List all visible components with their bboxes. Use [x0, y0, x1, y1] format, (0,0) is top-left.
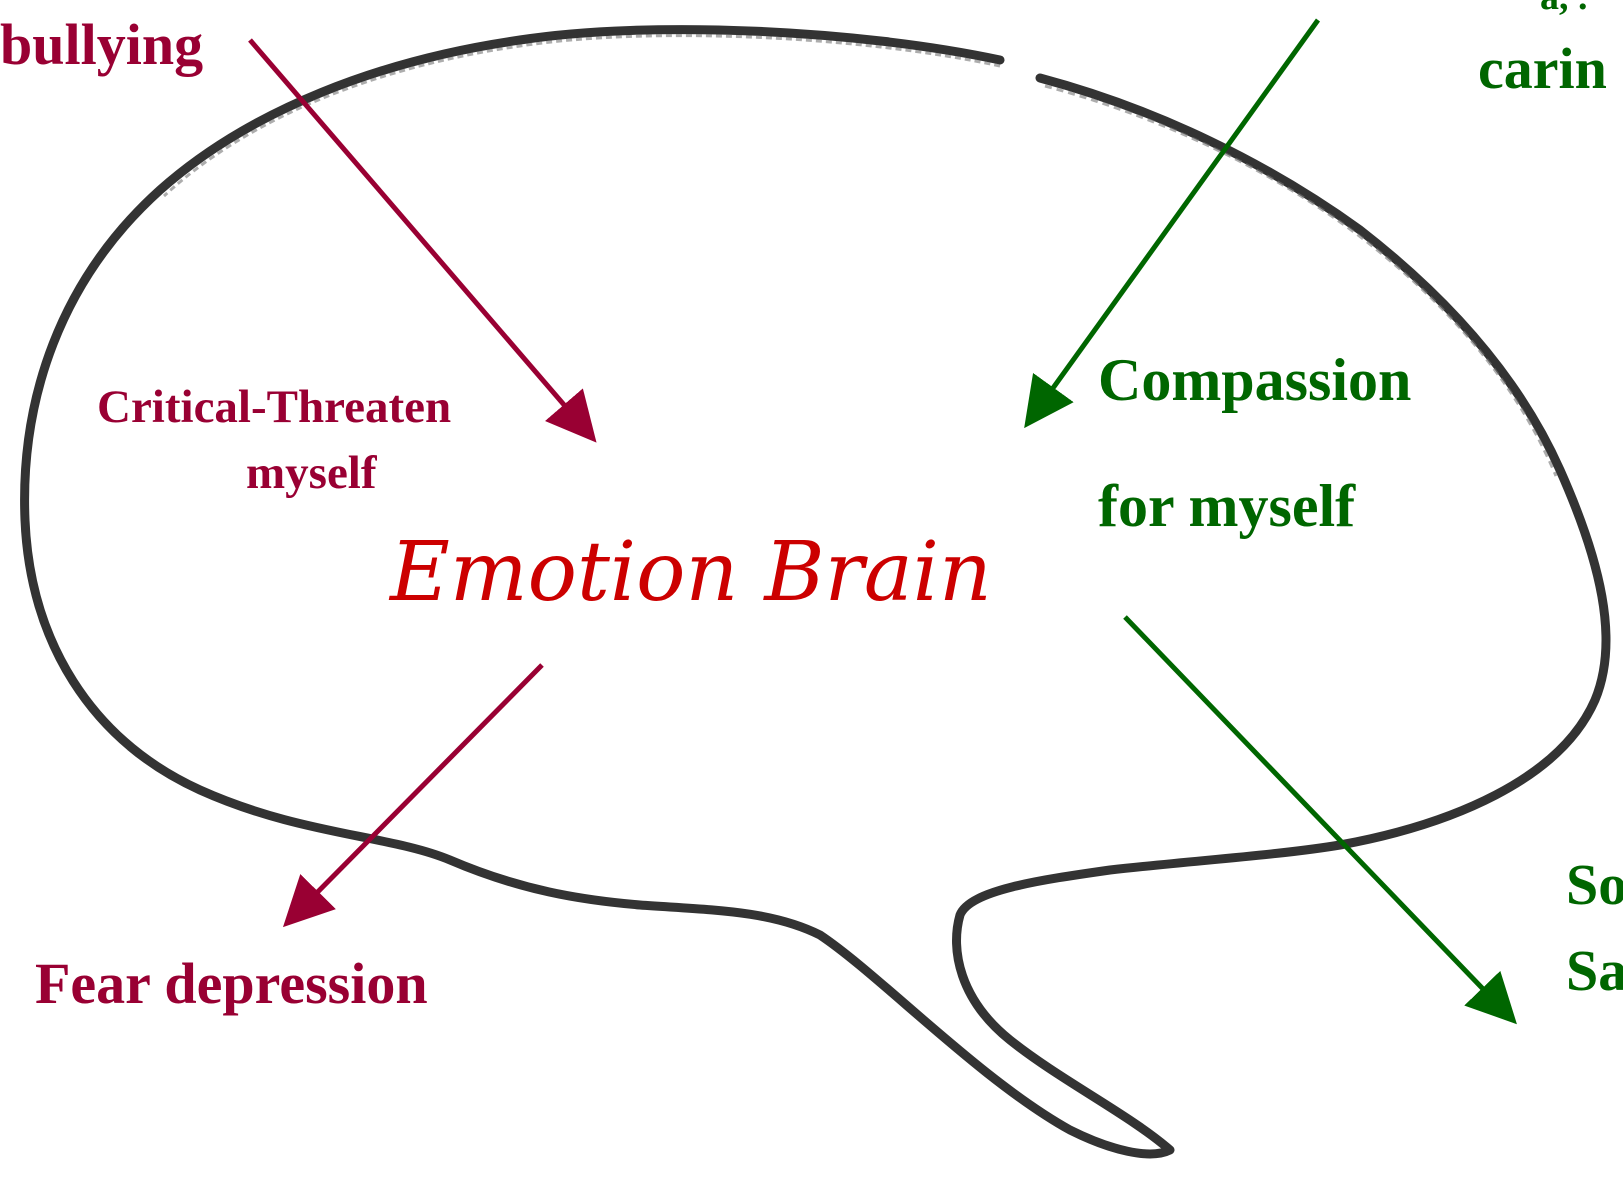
fear-depression-label: Fear depression [35, 955, 428, 1013]
top-right-label-fragment: a, . [1540, 0, 1588, 16]
arrow-bullying-to-brain [250, 40, 590, 435]
compassion-label: Compassion [1098, 350, 1411, 410]
bullying-label: bullying [0, 16, 203, 74]
soothe-label-line2: Sa [1566, 942, 1623, 1000]
brain-outline-texture [164, 36, 1000, 196]
for-myself-label: for myself [1098, 476, 1355, 536]
soothe-label-line1: So [1566, 856, 1623, 914]
critical-myself-label: myself [246, 450, 377, 497]
critical-threaten-label: Critical-Threaten [97, 384, 451, 431]
brain-outline-texture-right [1045, 86, 1556, 476]
emotion-brain-title: Emotion Brain [390, 532, 992, 614]
caring-label: carin [1478, 40, 1607, 98]
